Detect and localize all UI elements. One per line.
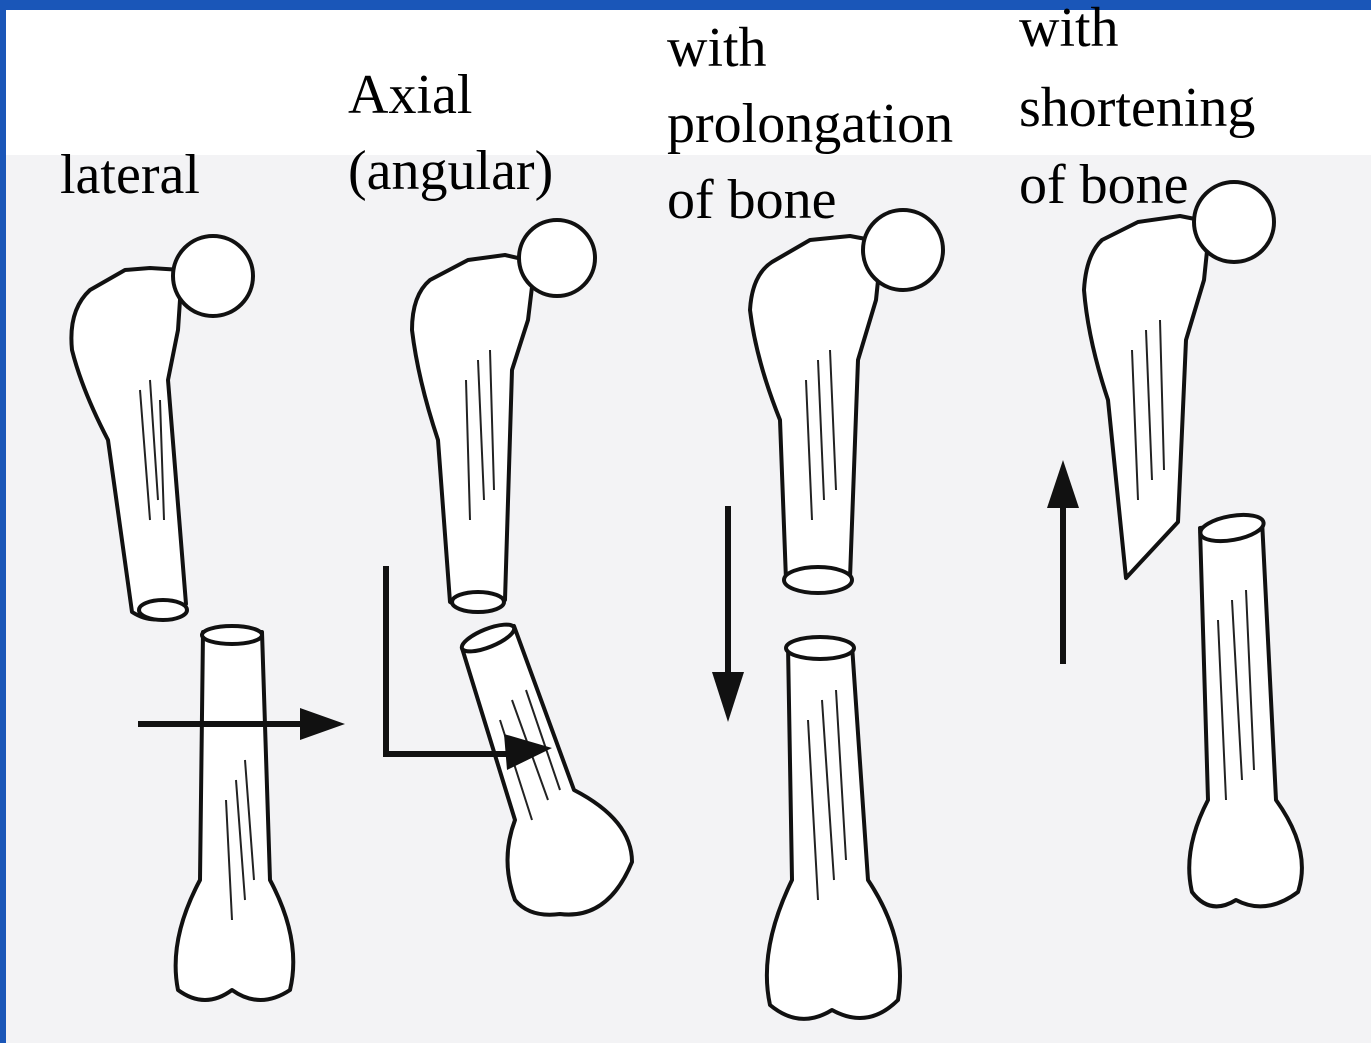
label-prolongation-line3: of bone [667,162,837,238]
shortening-panel [1047,182,1302,906]
axial-displacement-panel [386,220,632,915]
label-axial-line1: Axial [348,57,472,133]
proximal-femur-axial [412,220,595,612]
prolongation-panel [712,210,943,1019]
label-axial-line2: (angular) [348,133,553,209]
distal-femur-axial [459,619,632,915]
upward-arrow [1047,460,1079,664]
label-shortening-line2: shortening [1019,70,1255,146]
label-prolongation-line1: with [667,10,767,86]
proximal-femur-lateral [71,236,253,620]
label-prolongation-line2: prolongation [667,86,953,162]
label-lateral: lateral [60,137,200,213]
proximal-femur-prolongation [750,210,943,593]
downward-arrow [712,506,744,722]
lateral-displacement-panel [71,236,345,1000]
label-shortening-line1: with [1019,0,1119,66]
distal-femur-lateral [176,626,294,1000]
label-shortening-line3: of bone [1019,147,1189,223]
distal-femur-shortening [1189,511,1302,907]
distal-femur-prolongation [767,637,900,1019]
